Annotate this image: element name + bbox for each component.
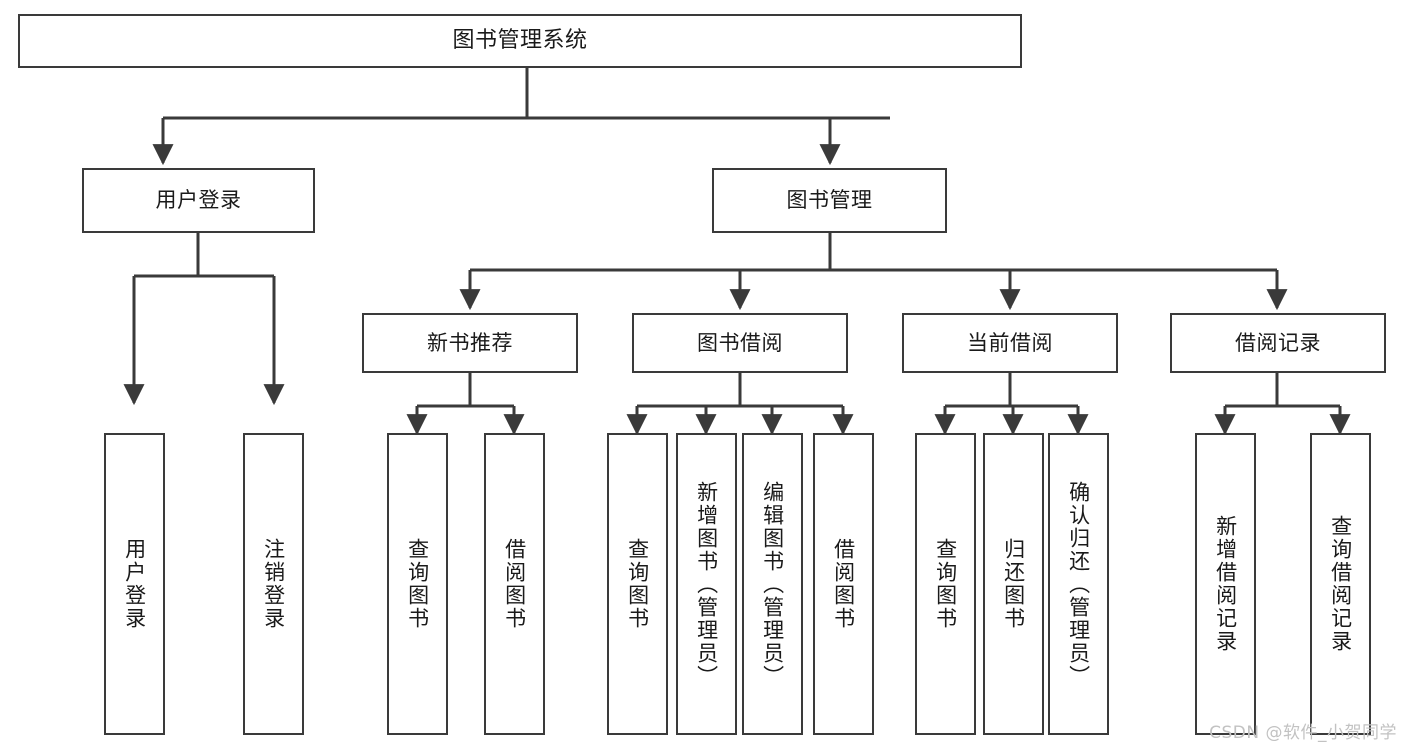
node-user-login[interactable]: 用户登录 (82, 168, 315, 233)
leaf-user-login-login[interactable]: 用户登录 (104, 433, 165, 735)
node-label: 当前借阅 (967, 330, 1053, 355)
leaf-new-books-query[interactable]: 查询图书 (387, 433, 448, 735)
node-label: 图书管理 (786, 188, 873, 213)
node-label: 新增借阅记录 (1213, 515, 1238, 653)
leaf-borrow-records-add[interactable]: 新增借阅记录 (1195, 433, 1256, 735)
node-current-borrow[interactable]: 当前借阅 (902, 313, 1118, 373)
watermark-text: CSDN @软件_小贺同学 (1209, 723, 1397, 743)
leaf-current-borrow-query[interactable]: 查询图书 (915, 433, 976, 735)
node-label: 借阅图书 (502, 538, 527, 630)
node-label: 查询图书 (933, 538, 958, 630)
node-label: 查询图书 (625, 538, 650, 630)
node-label: 新增图书（管理员） (694, 480, 719, 688)
node-label: 查询图书 (405, 538, 430, 630)
node-label: 图书管理系统 (452, 28, 588, 54)
node-label: 编辑图书（管理员） (760, 480, 785, 688)
node-new-book-recommend[interactable]: 新书推荐 (362, 313, 578, 373)
leaf-borrow-records-query[interactable]: 查询借阅记录 (1310, 433, 1371, 735)
node-label: 借阅图书 (831, 538, 856, 630)
node-label: 注销登录 (261, 538, 286, 630)
leaf-user-login-logout[interactable]: 注销登录 (243, 433, 304, 735)
leaf-current-borrow-return[interactable]: 归还图书 (983, 433, 1044, 735)
leaf-current-borrow-confirm-return[interactable]: 确认归还（管理员） (1048, 433, 1109, 735)
node-book-borrow[interactable]: 图书借阅 (632, 313, 848, 373)
node-label: 归还图书 (1001, 538, 1026, 630)
leaf-book-borrow-edit[interactable]: 编辑图书（管理员） (742, 433, 803, 735)
node-label: 确认归还（管理员） (1066, 480, 1091, 688)
node-label: 借阅记录 (1235, 330, 1321, 355)
node-label: 图书借阅 (697, 330, 783, 355)
leaf-new-books-borrow[interactable]: 借阅图书 (484, 433, 545, 735)
leaf-book-borrow-query[interactable]: 查询图书 (607, 433, 668, 735)
node-book-management[interactable]: 图书管理 (712, 168, 947, 233)
node-borrow-records[interactable]: 借阅记录 (1170, 313, 1386, 373)
node-root-system[interactable]: 图书管理系统 (18, 14, 1022, 68)
node-label: 查询借阅记录 (1328, 515, 1353, 653)
leaf-book-borrow-borrow[interactable]: 借阅图书 (813, 433, 874, 735)
node-label: 用户登录 (155, 188, 242, 213)
node-label: 用户登录 (122, 538, 147, 630)
leaf-book-borrow-add[interactable]: 新增图书（管理员） (676, 433, 737, 735)
node-label: 新书推荐 (427, 330, 513, 355)
